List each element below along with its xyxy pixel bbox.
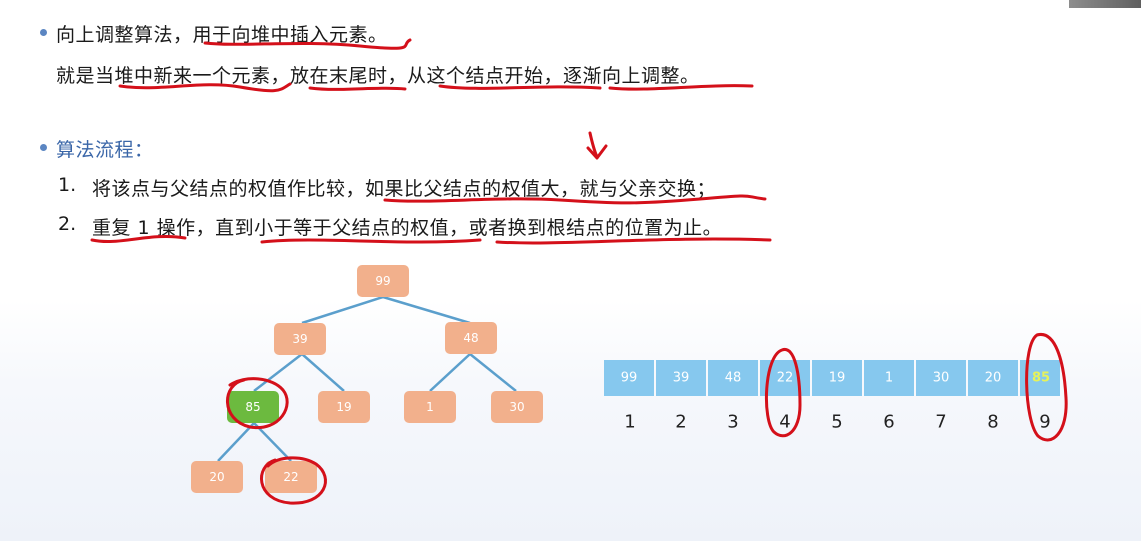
tree-edge: [301, 353, 345, 392]
tree-node-value: 85: [245, 400, 260, 414]
tree-node-value: 39: [292, 332, 307, 346]
array-index: 7: [935, 412, 946, 433]
array-index: 1: [624, 412, 635, 433]
webcam-overlay: [1069, 0, 1141, 8]
step-number: 2.: [58, 213, 77, 235]
array-cell: 20: [968, 360, 1018, 396]
bullet-icon: [40, 29, 47, 36]
tree-edge: [301, 295, 384, 325]
underline-mark: [438, 84, 602, 90]
underline-mark: [608, 84, 754, 91]
tree-node-value: 30: [509, 400, 524, 414]
array-index: 3: [727, 412, 738, 433]
array-cell: 99: [604, 360, 654, 396]
tree-node-value: 22: [283, 470, 298, 484]
tree-edge: [469, 353, 517, 392]
tree-node-value: 19: [336, 400, 351, 414]
array-cell-value: 19: [829, 371, 846, 386]
tree-node-value: 20: [209, 470, 224, 484]
slide-background: [0, 300, 1141, 541]
underline-mark: [203, 38, 412, 50]
tree-edge: [382, 295, 471, 325]
tree-node: 39: [274, 323, 326, 355]
underline-mark: [383, 194, 767, 205]
tree-node: 48: [445, 322, 497, 354]
underline-mark: [118, 82, 292, 93]
pen-annotations: [90, 38, 1068, 505]
array-index: 4: [779, 412, 790, 433]
step-text: 将该点与父结点的权值作比较，如果比父结点的权值大，就与父亲交换；: [92, 178, 717, 200]
array-index: 9: [1039, 412, 1050, 433]
array-index: 8: [987, 412, 998, 433]
tree-node-value: 48: [463, 331, 478, 345]
array-cell: 30: [916, 360, 966, 396]
array-cell: 22: [760, 360, 810, 396]
array-index: 5: [831, 412, 842, 433]
intro-line-2: 就是当堆中新来一个元素，放在末尾时，从这个结点开始，逐渐向上调整。: [56, 65, 700, 87]
tree-node: 20: [191, 461, 243, 493]
underline-mark: [260, 238, 482, 244]
tree-node: 1: [404, 391, 456, 423]
array-index: 2: [675, 412, 686, 433]
array-cell-value: 22: [777, 371, 794, 386]
array-cell-value: 20: [985, 371, 1002, 386]
array-cell-value: 1: [885, 371, 893, 386]
tree-node-highlighted: 85: [227, 391, 279, 423]
underline-mark: [308, 86, 407, 91]
array-index: 6: [883, 412, 894, 433]
intro-line-1: 向上调整算法，用于向堆中插入元素。: [56, 24, 388, 46]
array-cell: 39: [656, 360, 706, 396]
tree-edge: [217, 422, 255, 462]
step-text: 重复 1 操作，直到小于等于父结点的权值，或者换到根结点的位置为止。: [92, 217, 723, 239]
circle-mark: [764, 348, 802, 438]
tree-edge: [253, 353, 303, 392]
arrow-mark: [586, 131, 608, 160]
tree-node: 30: [491, 391, 543, 423]
tree-node: 99: [357, 265, 409, 297]
bullet-icon: [40, 144, 47, 151]
circle-mark: [226, 377, 289, 430]
array-cell: 1: [864, 360, 914, 396]
array-cell-value: 39: [673, 371, 690, 386]
tree-node: 19: [318, 391, 370, 423]
tree-edges: [217, 295, 517, 462]
array-cell-value: 85: [1032, 371, 1050, 386]
underline-mark: [90, 234, 187, 244]
circle-mark: [260, 456, 327, 505]
array-cell: 48: [708, 360, 758, 396]
underline-mark: [495, 237, 772, 245]
tree-node-value: 99: [375, 274, 390, 288]
tree-node: 22: [265, 461, 317, 493]
array-cell-value: 30: [933, 371, 950, 386]
tree-edge: [429, 353, 471, 392]
array-cell: 19: [812, 360, 862, 396]
step-number: 1.: [58, 174, 77, 196]
array-cell-value: 99: [621, 371, 638, 386]
array-cell-value: 48: [725, 371, 742, 386]
circle-mark: [1025, 333, 1068, 442]
tree-node-value: 1: [426, 400, 434, 414]
algorithm-flow-title: 算法流程：: [56, 139, 154, 161]
tree-edge: [253, 422, 292, 462]
